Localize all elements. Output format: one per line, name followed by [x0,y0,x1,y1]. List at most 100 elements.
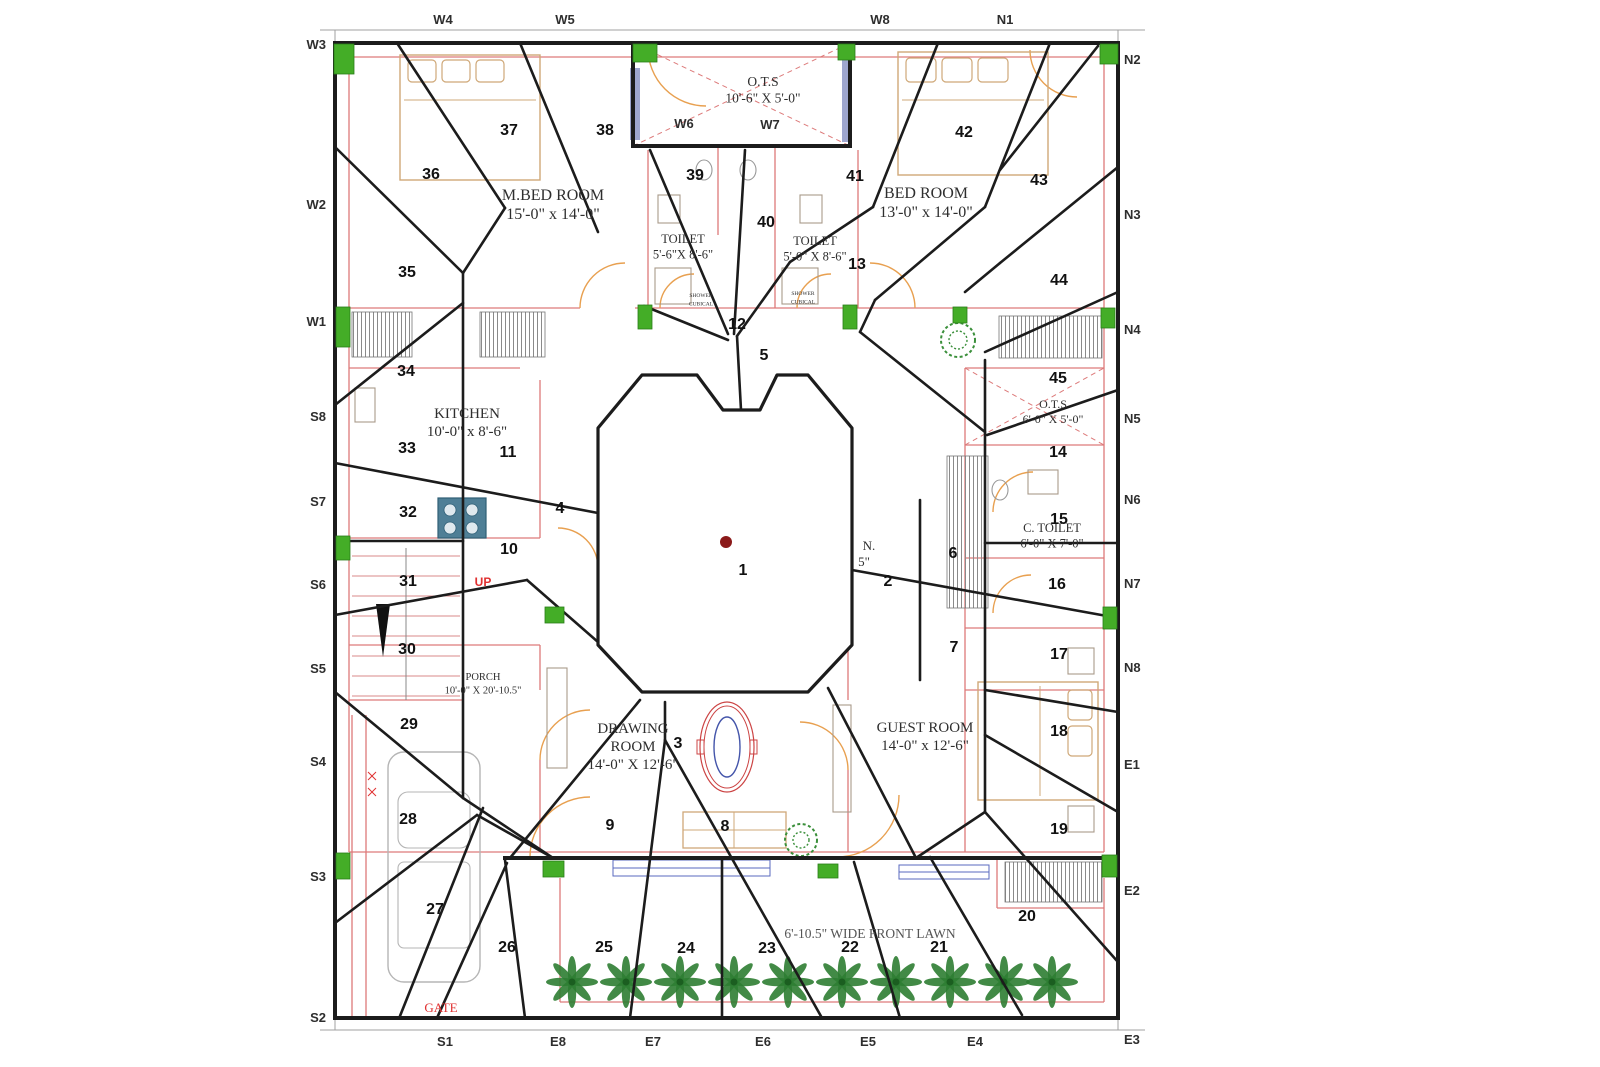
grid-line [983,688,1120,714]
walls [333,41,1120,1020]
perimeter-label-left: S5 [310,661,326,676]
grid-line [826,686,918,860]
grid-line [395,41,507,210]
zone-number: 33 [398,440,416,457]
perimeter-label-top: N1 [997,12,1014,27]
zone-number: 16 [1048,576,1066,593]
zone-number: 40 [757,214,775,231]
zone-number: 17 [1050,646,1068,663]
dining-table-ring [699,701,755,793]
room-label-shower-2: CUBICAL [791,300,816,306]
gate-label: GATE [424,1000,457,1015]
zone-number: 19 [1050,821,1068,838]
room-label-shower-1: CUBICAL [689,302,714,308]
entrance-marker [335,306,351,348]
zone-number: 15 [1050,511,1068,528]
room-label-bed-room: 13'-0" x 14'-0" [879,204,972,221]
zone-number: 10 [500,541,518,558]
hatch-area [946,455,989,609]
perimeter-label-left: S7 [310,494,326,509]
furniture-rect [832,704,852,813]
zone-number: 28 [399,811,417,828]
room-label-kitchen: 10'-0" x 8'-6" [427,424,507,440]
perimeter-label-left: S3 [310,869,326,884]
grid-line [333,690,465,800]
palm-tree-center [892,978,900,986]
room-label-ots-right: 6'-0" X 5'-0" [1023,412,1084,426]
zone-number: 36 [422,166,440,183]
perimeter-label-inner: W7 [760,117,780,132]
zone-number: 9 [606,817,615,834]
door-arc [992,574,1032,614]
grid-line [963,261,1002,294]
perimeter-label-right: E1 [1124,757,1140,772]
door-arc [1029,49,1078,98]
central-octagon [596,373,854,694]
grid-line [858,298,877,334]
perimeter-label-left: S4 [310,754,327,769]
zone-number: 34 [397,363,415,380]
grid-line [508,698,642,860]
zone-number: 31 [399,573,417,590]
room-label-c-toilet: C. TOILET [1023,521,1081,535]
red-dimension-mark [367,787,377,797]
zone-number: 14 [1049,444,1067,461]
room-label-c-toilet: 6'-0" X 7'-0" [1020,537,1083,551]
car-outline [387,751,481,983]
zone-number: 11 [500,444,517,461]
entrance-marker [333,43,355,75]
perimeter-label-right: N6 [1124,492,1141,507]
shrub [784,823,818,857]
grid-line [983,41,1052,209]
entrance-marker [837,43,856,61]
zone-number: 7 [950,639,959,656]
grid-line [858,330,987,434]
grid-line [333,301,465,407]
grid-line [398,806,485,1018]
perimeter-label-right: N7 [1124,576,1141,591]
zone-number: 27 [426,901,444,918]
bed-pillow [905,57,937,83]
zone-number: 18 [1050,723,1068,740]
zone-number: 39 [686,167,704,184]
staircase [352,548,460,700]
perimeter-label-right: N5 [1124,411,1141,426]
perimeter-label-left: S6 [310,577,326,592]
grid-line [475,813,555,860]
center-zone [596,373,854,694]
hatch-area [351,311,413,358]
furniture-rect [1027,469,1059,495]
zone-number: 24 [677,940,695,957]
stove-burner [465,503,479,517]
perimeter-label-right: N8 [1124,660,1141,675]
vastu-grid-lines [333,41,1120,1020]
bed-pillow [977,57,1009,83]
dining-table-ring [703,705,751,789]
red-dimension-mark [367,771,377,781]
toilet-wc [739,159,757,181]
bed-outline [897,51,1049,176]
perimeter-label-left: S2 [310,1010,326,1025]
stove-burner [443,521,457,535]
grid-line [852,860,902,1020]
grid-line [914,810,987,860]
room-label-mbed-room: M.BED ROOM [502,187,604,204]
grid-line [461,796,555,860]
palm-tree-center [676,978,684,986]
zone-number: 41 [846,168,864,185]
zone-number: 23 [758,940,776,957]
room-label-bed-room: BED ROOM [884,185,968,202]
zone-number: 22 [841,939,859,956]
grid-line [873,205,987,302]
room-label-toilet-right: TOILET [793,234,837,248]
zone-number: 42 [955,124,973,141]
perimeter-label-top: W4 [433,12,453,27]
door-arc [539,709,591,761]
car-roof [397,861,471,949]
perimeter-label-bottom: E7 [645,1034,661,1049]
outer-boundary-wall [333,41,1120,1020]
zone-number: 1 [739,562,748,579]
room-label-porch: 10'-0" X 20'-10.5" [445,686,522,697]
zone-number: 3 [674,735,683,752]
grid-line [648,148,730,336]
